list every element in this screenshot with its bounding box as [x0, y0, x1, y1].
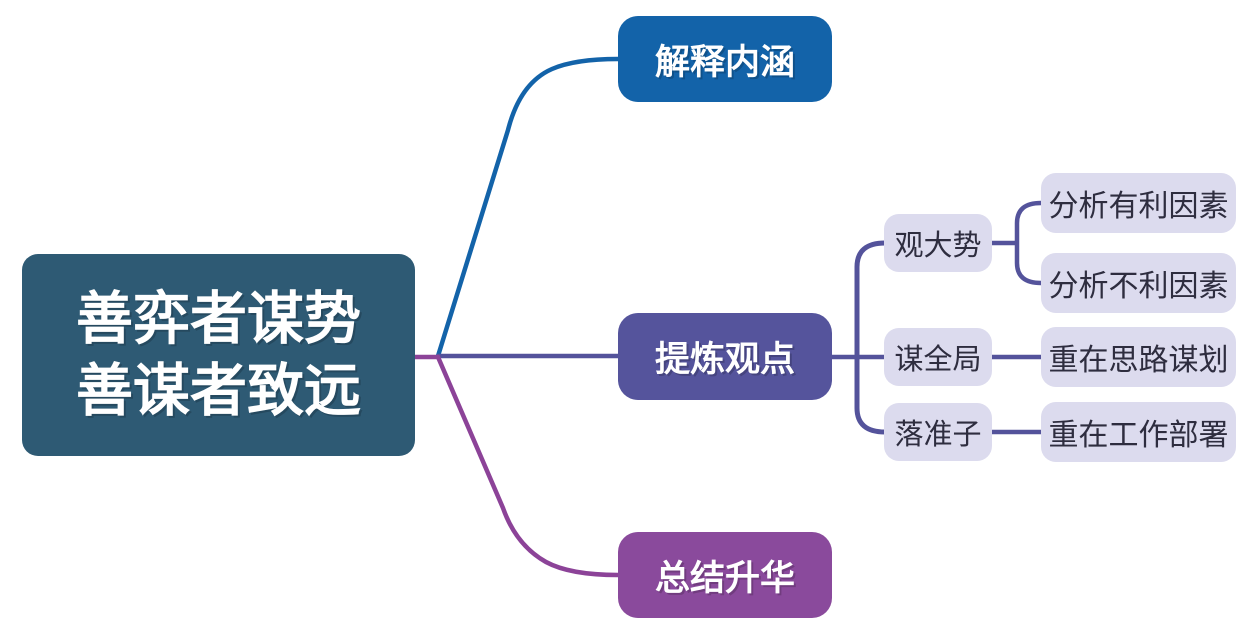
- leaf-silu-mouhua: 重在思路谋划: [1041, 327, 1236, 387]
- branch-node-explain: 解释内涵: [618, 16, 832, 102]
- leaf-favorable-factors: 分析有利因素: [1041, 173, 1236, 233]
- subnode-mouquanju: 谋全局: [884, 328, 992, 386]
- subnode-luozhunzi: 落准子: [884, 403, 992, 461]
- root-node: 善弈者谋势 善谋者致远: [22, 254, 415, 456]
- leaf-gongzuo-bushu: 重在工作部署: [1041, 402, 1236, 462]
- connector-root-explain: [435, 56, 619, 357]
- root-line-1: 善弈者谋势: [76, 287, 361, 351]
- branch-node-conclude: 总结升华: [618, 532, 832, 618]
- connector-refine-trunk: [854, 240, 886, 435]
- subnode-guandashi: 观大势: [884, 214, 992, 272]
- root-line-2: 善谋者致远: [76, 359, 361, 423]
- connector-root-conclude: [414, 354, 619, 578]
- leaf-unfavorable-factors: 分析不利因素: [1041, 253, 1236, 313]
- branch-node-refine: 提炼观点: [618, 313, 832, 400]
- root-node-text: 善弈者谋势 善谋者致远: [76, 283, 361, 427]
- connector-guandashi-trunk: [1014, 200, 1042, 286]
